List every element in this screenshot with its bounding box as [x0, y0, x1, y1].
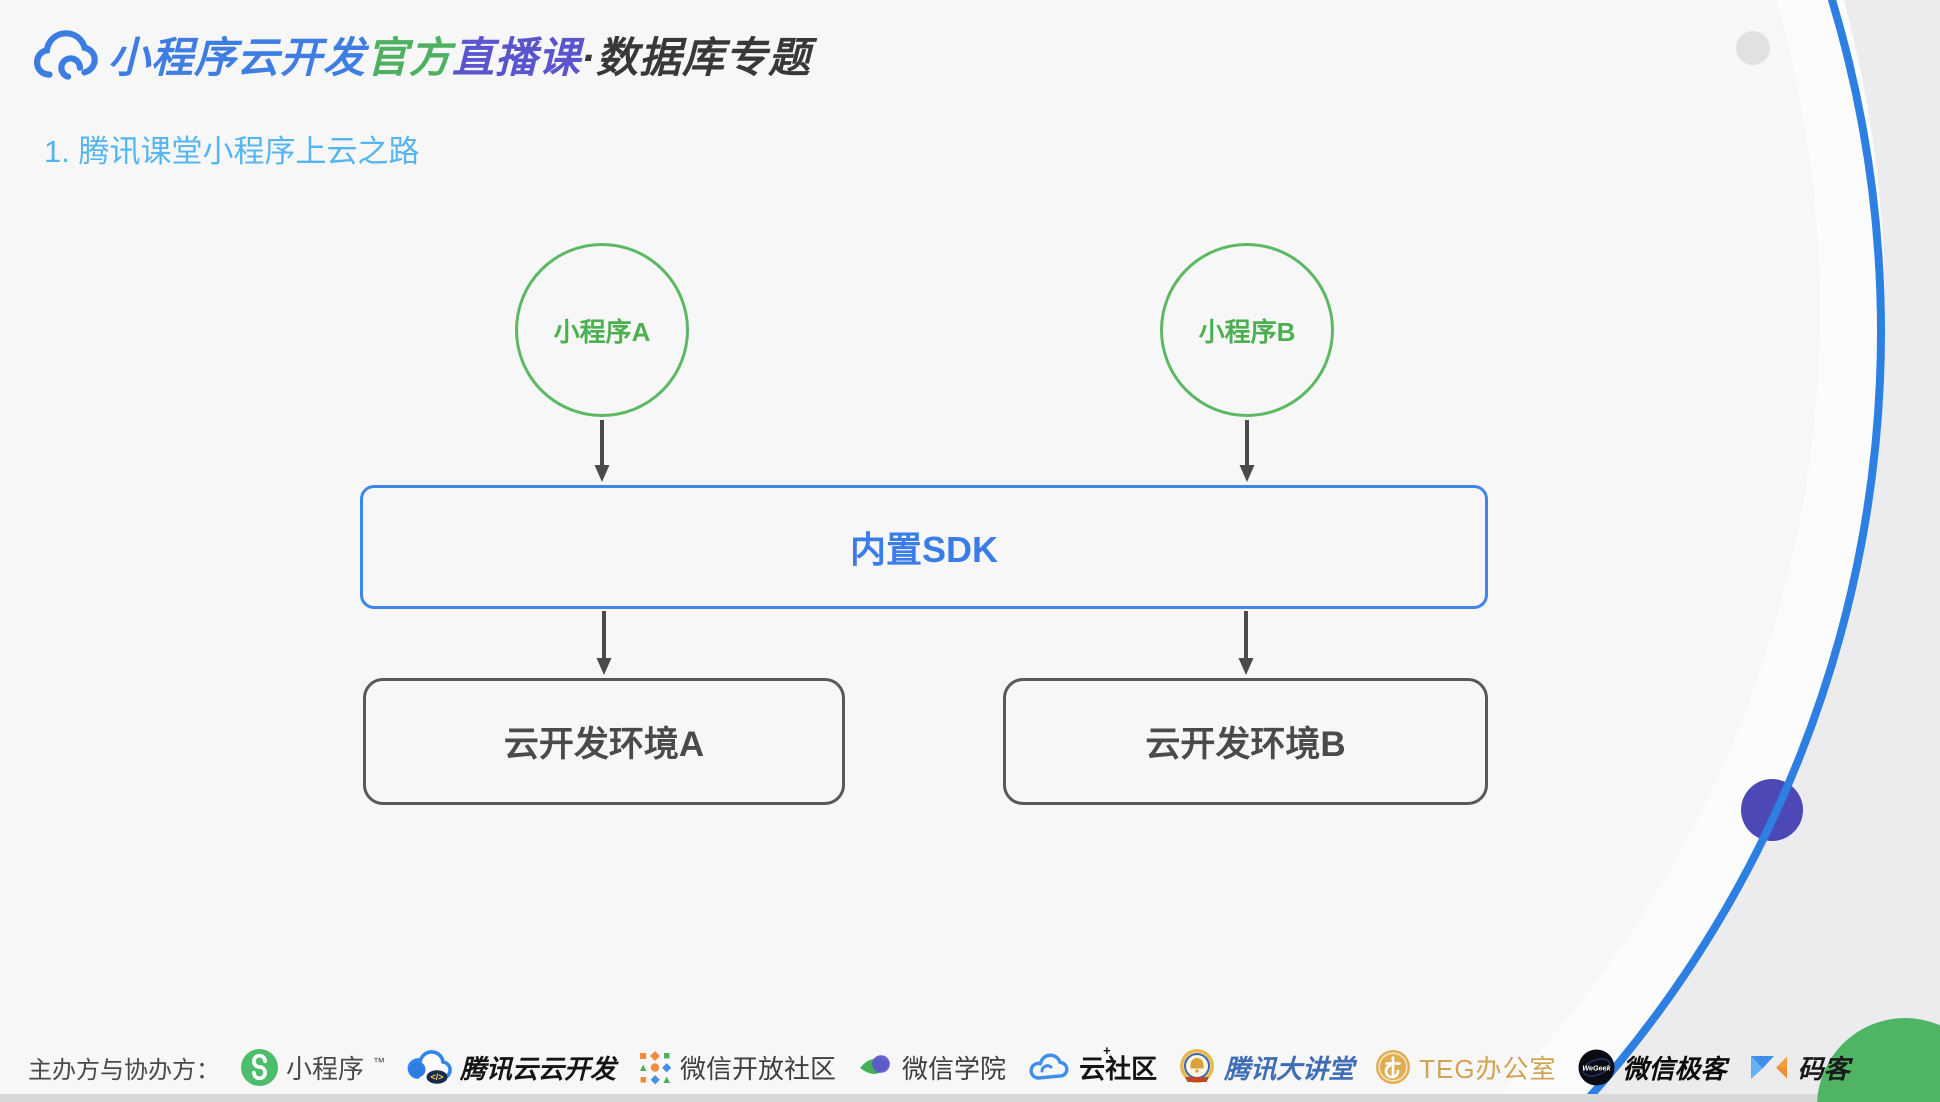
- background-curve: [1579, 0, 1885, 1102]
- title-part-blue: 小程序云开发: [108, 34, 367, 81]
- sponsor-item-tencent-lecture: 腾讯大讲堂: [1178, 1048, 1354, 1086]
- header: 小程序云开发官方直播课·数据库专题: [34, 24, 811, 85]
- sponsor-item-cloudbase: </> 腾讯云云开发: [406, 1048, 616, 1086]
- title-part-purple: 直播课: [452, 34, 582, 81]
- sponsor-label: 腾讯云云开发: [460, 1053, 617, 1084]
- arrow-circle-a-to-sdk: [594, 420, 610, 482]
- footer-sponsors: 主办方与协办方： 小程序 ™ </> 腾讯云云开发: [28, 1042, 1850, 1092]
- cloud-dev-logo-icon: [34, 29, 98, 80]
- sponsor-label: 微信学院: [902, 1053, 1007, 1084]
- node-label: 云开发环境B: [1145, 725, 1346, 764]
- title-part-green: 官方: [366, 34, 453, 81]
- page-title: 小程序云开发官方直播课·数据库专题: [108, 24, 811, 85]
- cloud-community-icon: [1029, 1053, 1069, 1080]
- sponsor-label: 码客: [1797, 1053, 1850, 1084]
- sponsor-label: 云社区+: [1079, 1042, 1158, 1084]
- sponsor-item-make: 码客: [1748, 1049, 1850, 1086]
- inner-background-circle: [0, 0, 1820, 1102]
- node-cloud-env-a: 云开发环境A: [363, 678, 845, 805]
- sponsor-label: TEG办公室: [1419, 1053, 1557, 1084]
- node-label: 小程序B: [1198, 316, 1296, 347]
- bottom-strip: [0, 1094, 1940, 1102]
- wegeek-icon: WeGeek: [1578, 1049, 1615, 1085]
- sponsor-label: 腾讯大讲堂: [1224, 1053, 1355, 1084]
- title-part-dark: ·数据库专题: [581, 34, 812, 81]
- open-community-icon: [640, 1050, 672, 1084]
- node-miniprogram-a: 小程序A: [515, 243, 689, 417]
- tencent-lecture-icon: [1180, 1049, 1215, 1083]
- node-label: 云开发环境A: [503, 725, 705, 764]
- svg-text:</>: </>: [431, 1072, 444, 1082]
- node-builtin-sdk: 内置SDK: [360, 485, 1488, 609]
- plus-mark: +: [1103, 1042, 1111, 1058]
- sponsor-item-wegeek: WeGeek 微信极客: [1578, 1049, 1727, 1086]
- node-miniprogram-b: 小程序B: [1160, 243, 1334, 417]
- sponsor-item-open-community: 微信开放社区: [637, 1049, 836, 1086]
- mke-icon: [1750, 1056, 1787, 1079]
- accent-dot-gray: [1736, 31, 1770, 65]
- arrow-circle-b-to-sdk: [1239, 420, 1255, 482]
- miniprogram-icon: [241, 1048, 278, 1086]
- sponsor-item-wechat-academy: 微信学院: [857, 1049, 1006, 1086]
- node-label: 小程序A: [553, 316, 651, 347]
- sponsor-item-miniprogram: 小程序 ™: [241, 1048, 386, 1086]
- section-heading: 1. 腾讯课堂小程序上云之路: [44, 134, 420, 169]
- arrow-sdk-to-env-a: [596, 611, 612, 675]
- sponsor-item-cloud-community: 云社区+: [1027, 1042, 1158, 1086]
- sponsor-item-teg-office: TEG办公室: [1375, 1049, 1556, 1086]
- sponsors-caption: 主办方与协办方：: [28, 1056, 220, 1084]
- svg-text:WeGeek: WeGeek: [1582, 1063, 1611, 1072]
- cloudbase-icon: </>: [407, 1050, 452, 1084]
- accent-circle-green: [1817, 1018, 1940, 1102]
- wechat-academy-icon: [860, 1055, 891, 1074]
- sponsor-label: 小程序: [286, 1053, 365, 1084]
- node-cloud-env-b: 云开发环境B: [1003, 678, 1488, 805]
- teg-office-icon: [1376, 1050, 1411, 1084]
- node-label: 内置SDK: [849, 529, 998, 570]
- arrow-sdk-to-env-b: [1238, 611, 1254, 675]
- sponsor-label: 微信极客: [1622, 1053, 1727, 1084]
- trademark-mark: ™: [373, 1054, 386, 1069]
- sponsor-label: 微信开放社区: [680, 1053, 837, 1084]
